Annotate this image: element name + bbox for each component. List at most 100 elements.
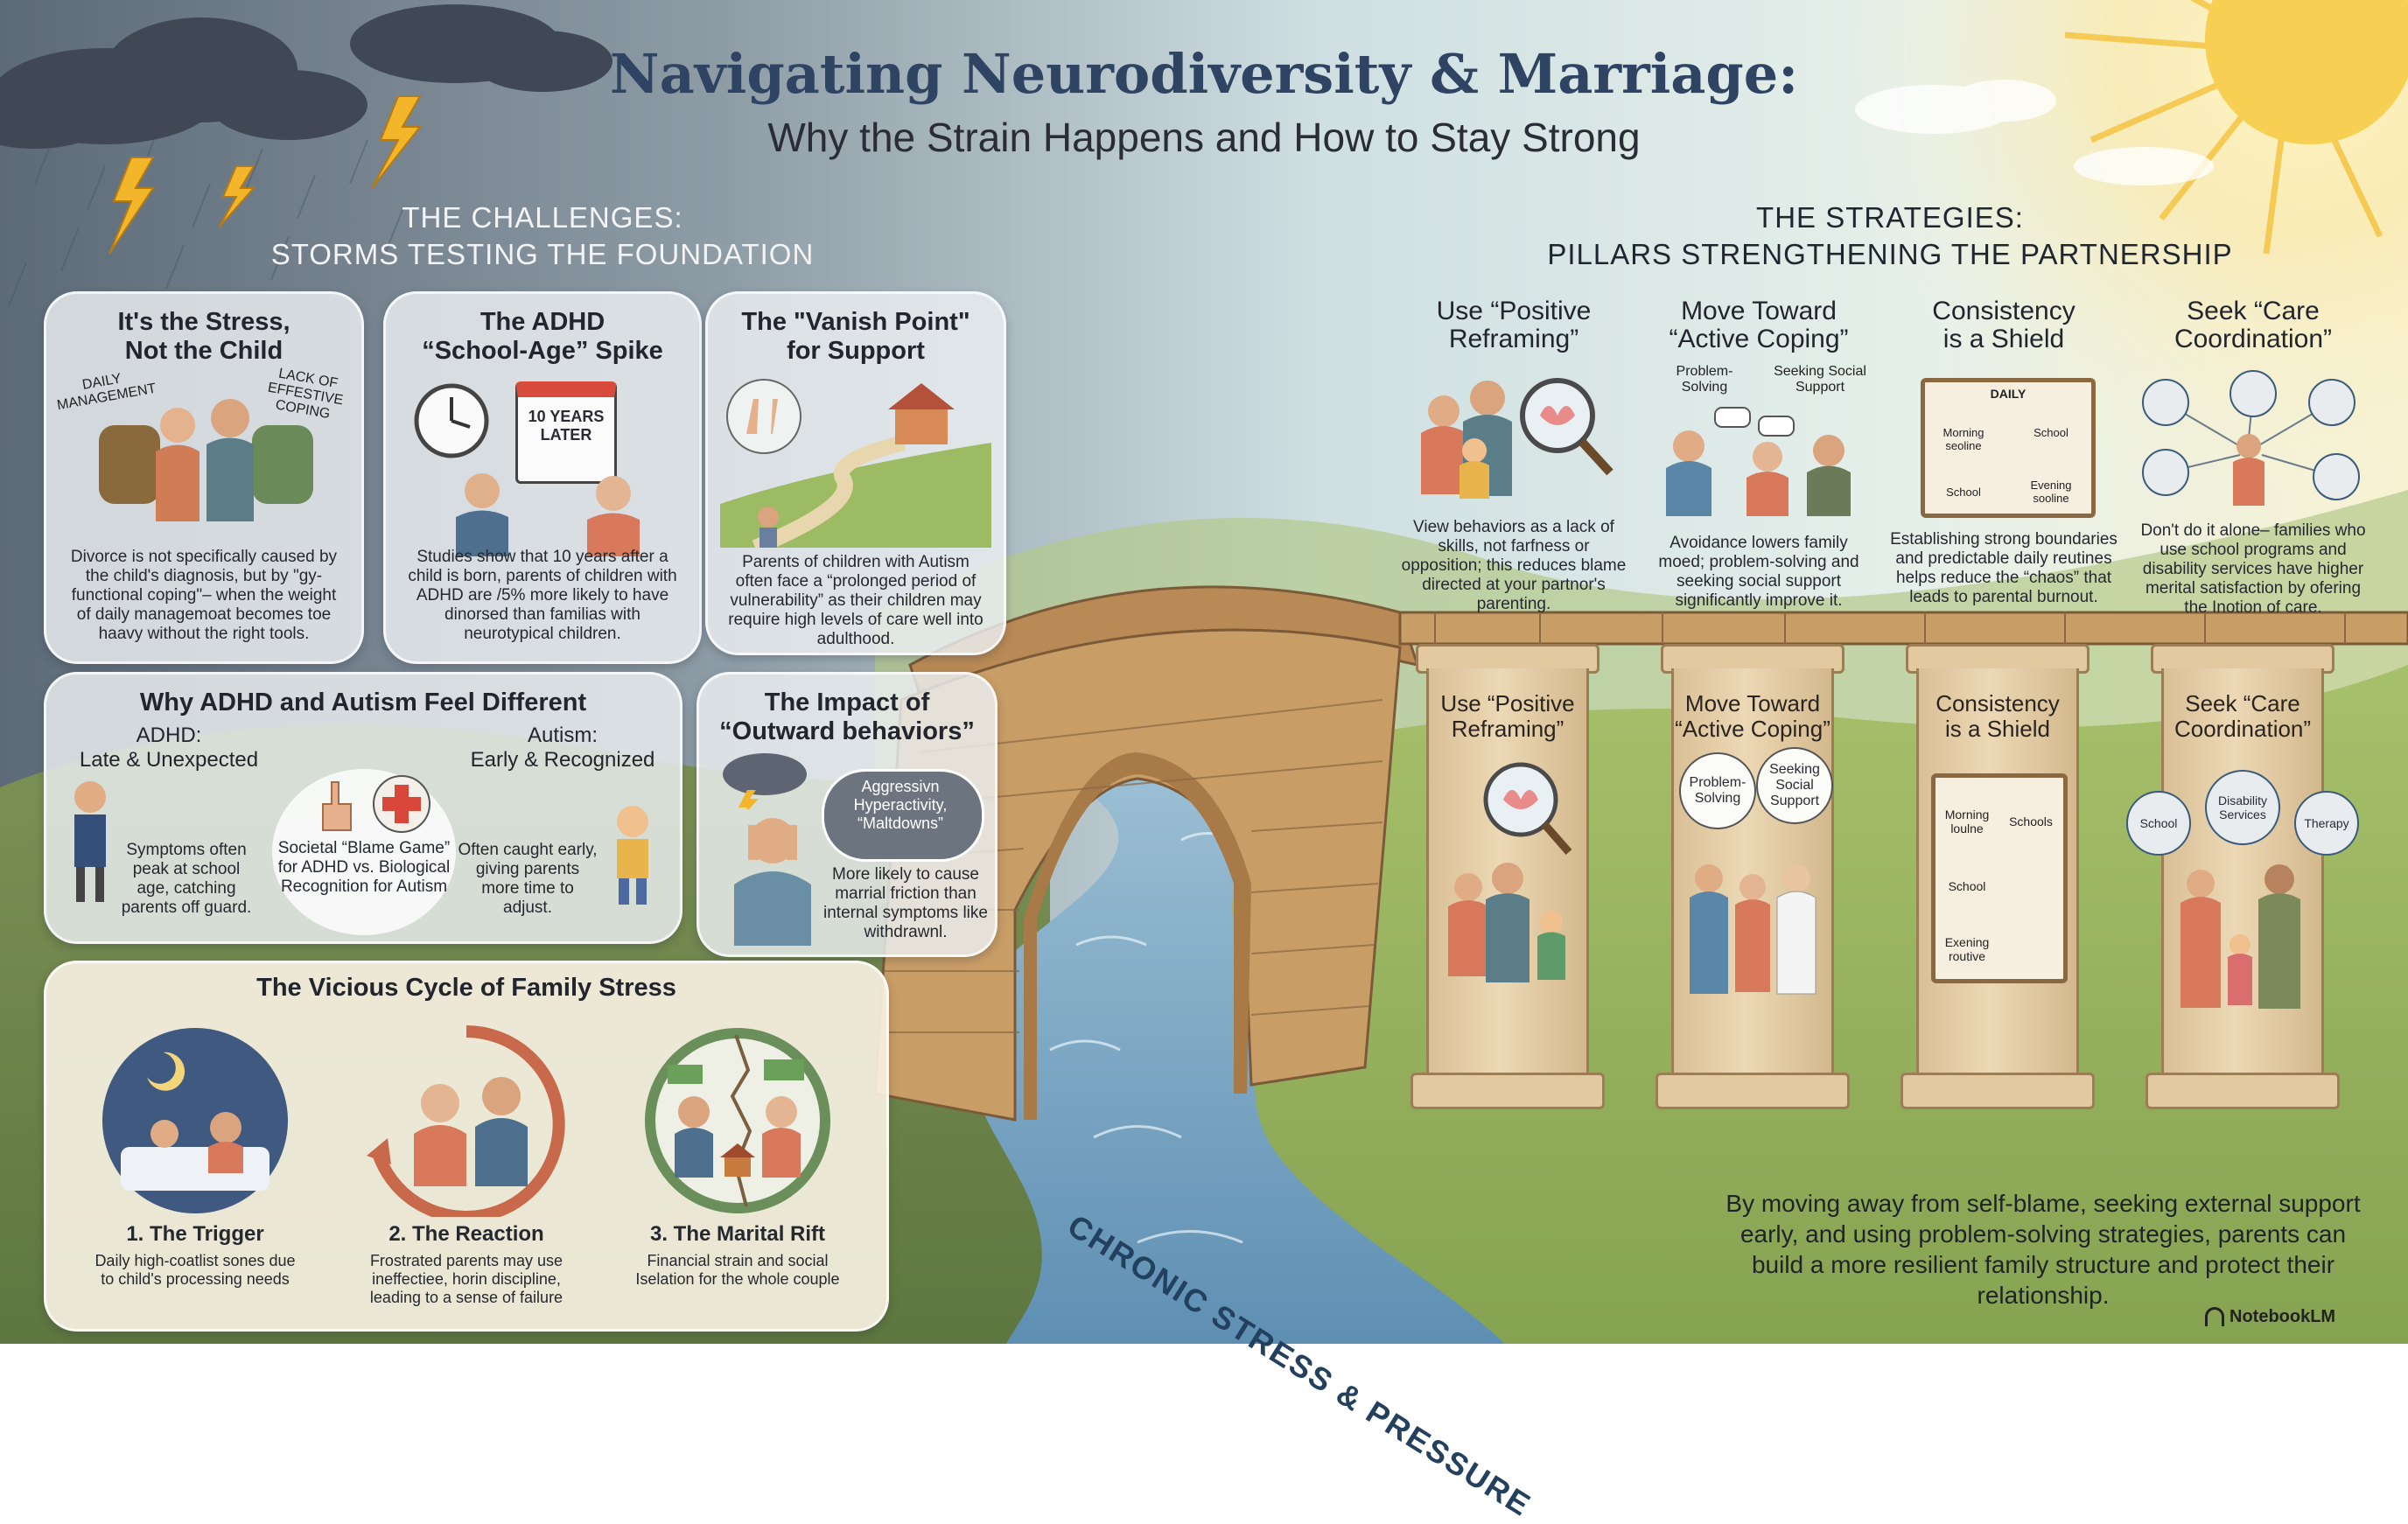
step2-body: Frostrated parents may use ineffectiee, … (369, 1252, 564, 1306)
pillar-base (1900, 1073, 2095, 1109)
pillar-reframing-title: Use “Positive Reframing” (1440, 690, 1575, 742)
pillar-care-coordination-title: Seek “Care Coordination” (2174, 690, 2312, 742)
notebooklm-logo-icon (2205, 1307, 2224, 1326)
pillar-board-cell: Morning loulne (1944, 807, 1990, 835)
strategy-column-reframing: Use “Positive Reframing” View behaviors … (1400, 297, 1628, 621)
vicious-cycle-title: The Vicious Cycle of Family Stress (256, 974, 676, 1002)
strategy-reframing-body: View behaviors as a lack of skills, not … (1401, 518, 1627, 613)
strategies-heading: THE STRATEGIES: PILLARS STRENGTHENING TH… (1514, 199, 2266, 273)
page-subtitle: Why the Strain Happens and How to Stay S… (767, 115, 1641, 160)
challenges-heading-line1: THE CHALLENGES: (402, 201, 683, 234)
adhd-spike-body: Studies show that 10 years after a child… (408, 548, 677, 643)
pillar-social-support-bubble: Seeking Social Support (1756, 747, 1833, 824)
pillar-reframing-illustration (1448, 762, 1572, 982)
care-network-illustration (2142, 370, 2360, 506)
outward-title: The Impact of “Outward behaviors” (719, 689, 975, 745)
strategy-care-coordination-title: Seek “Care Coordination” (2174, 297, 2333, 353)
adhd-spike-title: The ADHD “School-Age” Spike (422, 308, 663, 365)
strategy-problem-solving-label: Problem-Solving (1676, 364, 1733, 395)
strategy-consistency-body: Establishing strong boundaries and predi… (1890, 530, 2118, 606)
board-cell: School (1946, 486, 1981, 499)
strategy-care-coordination-body: Don't do it alone– families who use scho… (2140, 521, 2366, 617)
board-title: DAILY (1990, 387, 2026, 401)
blame-recognition-body: Societal “Blame Game” for ADHD vs. Biolo… (277, 839, 451, 896)
calendar-icon (515, 381, 617, 484)
challenges-heading: THE CHALLENGES: STORMS TESTING THE FOUND… (262, 199, 822, 273)
challenges-heading-line2: STORMS TESTING THE FOUNDATION (270, 238, 815, 270)
behaviors-cloud (822, 769, 984, 862)
step2-title: 2. The Reaction (388, 1222, 544, 1246)
pillar-board-cell: Exening routive (1944, 935, 1990, 963)
calendar-label: 10 YEARS LATER (528, 408, 605, 444)
school-child-illustration (74, 781, 106, 902)
adhd-autism-title: Why ADHD and Autism Feel Different (139, 689, 587, 717)
vanish-point-title: The "Vanish Point" for Support (741, 308, 970, 365)
card-adhd-autism: Why ADHD and Autism Feel Different ADHD:… (44, 672, 682, 944)
step1-title: 1. The Trigger (126, 1222, 264, 1246)
parents-talking-illustration (456, 473, 640, 556)
page-title: Navigating Neurodiversity & Marriage: (609, 42, 1799, 106)
board-cell: School (2034, 426, 2068, 439)
pillar-base (2146, 1073, 2340, 1109)
toddler-illustration (617, 806, 648, 905)
pillar-base (1410, 1073, 1605, 1109)
road-to-house-illustration (720, 379, 991, 548)
stress-body: Divorce is not specifically caused by th… (70, 548, 338, 643)
pillar-problem-solving-bubble: Problem-Solving (1679, 752, 1756, 829)
closing-statement: By moving away from self-blame, seeking … (1726, 1190, 2361, 1309)
pillar-routine-board: Morning loulne Schools School Exening ro… (1931, 773, 2068, 983)
pillar-board-cell: School (1948, 879, 1986, 893)
trigger-night-illustration (102, 1028, 288, 1213)
strategy-column-care-coordination: Seek “Care Coordination” Don't do it alo… (2135, 297, 2371, 621)
pillar-consistency-title: Consistency is a Shield (1936, 690, 2060, 742)
clock-icon (414, 383, 489, 458)
board-cell: Evening sooline (2030, 479, 2072, 505)
strategy-active-coping-title: Move Toward “Active Coping” (1669, 297, 1849, 353)
stress-title: It's the Stress, Not the Child (117, 308, 290, 365)
behaviors-cloud-text: Aggressivn Hyperactivity, “Maltdowns” (853, 778, 948, 832)
adhd-label: ADHD: Late & Unexpected (79, 724, 259, 772)
parents-with-backpacks-illustration (99, 399, 313, 521)
step3-body: Financial strain and social Iselation fo… (635, 1252, 840, 1288)
stressed-parent-illustration (734, 818, 811, 946)
card-vanish-point: The "Vanish Point" for Support Parents o… (705, 291, 1006, 655)
autism-label: Autism: Early & Recognized (470, 724, 655, 772)
card-stress-not-child: It's the Stress, Not the Child DAILY MAN… (44, 291, 364, 664)
strategy-column-consistency: Consistency is a Shield DAILY Morning se… (1890, 297, 2118, 621)
strategy-social-support-label: Seeking Social Support (1774, 364, 1866, 395)
pillar-active-coping-title: Move Toward “Active Coping” (1675, 690, 1830, 742)
pillar-disability-services-circle: Disability Services (2205, 770, 2280, 845)
card-outward-behaviors: The Impact of “Outward behaviors” Aggres… (696, 672, 998, 957)
pillar-base (1656, 1073, 1850, 1109)
pointing-hand-and-medical-cross-icon (322, 775, 430, 833)
pillar-active-coping-illustration (1690, 864, 1816, 995)
card-vicious-cycle: The Vicious Cycle of Family Stress 1. Th… (44, 961, 889, 1332)
pillar-therapy-circle: Therapy (2294, 791, 2359, 856)
strategies-heading-line1: THE STRATEGIES: (1756, 201, 2024, 234)
pillar-consistency: Consistency is a Shield Morning loulne S… (1916, 668, 2079, 1073)
strategy-consistency-title: Consistency is a Shield (1932, 297, 2076, 353)
pillar-reframing: Use “Positive Reframing” (1426, 668, 1589, 1073)
strategy-active-coping-body: Avoidance lowers family moed; problem-so… (1658, 534, 1859, 610)
pillar-active-coping: Move Toward “Active Coping” Problem-Solv… (1671, 668, 1834, 1073)
board-cell: Morning seoline (1942, 426, 1984, 452)
strategies-heading-line2: PILLARS STRENGTHENING THE PARTNERSHIP (1547, 238, 2233, 270)
adhd-body: Symptoms often peak at school age, catch… (121, 841, 252, 917)
daily-routine-board: DAILY Morning seoline School School Even… (1921, 378, 2096, 518)
reaction-cycle-arrow-illustration (367, 1025, 565, 1217)
vanish-point-body: Parents of children with Autism often fa… (728, 553, 984, 648)
brand-name: NotebookLM (2230, 1307, 2336, 1326)
outward-body: More likely to cause marrial friction th… (823, 865, 988, 941)
family-magnifier-illustration (1421, 378, 1614, 499)
strategy-reframing-title: Use “Positive Reframing” (1436, 297, 1592, 353)
card-adhd-spike: The ADHD “School-Age” Spike 10 YEARS LAT… (383, 291, 702, 664)
pillar-care-family-illustration (2180, 864, 2300, 1009)
marital-rift-illustration (645, 1028, 830, 1213)
storm-cloud-icon (723, 753, 807, 809)
step1-body: Daily high-coatlist sones due to child's… (94, 1252, 296, 1288)
pillar-board-cell: Schools (2009, 814, 2053, 828)
autism-body: Often caught early, giving parents more … (458, 841, 598, 917)
strategy-column-active-coping: Move Toward “Active Coping” Problem-Solv… (1645, 297, 1872, 621)
step3-title: 3. The Marital Rift (649, 1222, 826, 1246)
couple-talking-illustration (1666, 407, 1851, 516)
